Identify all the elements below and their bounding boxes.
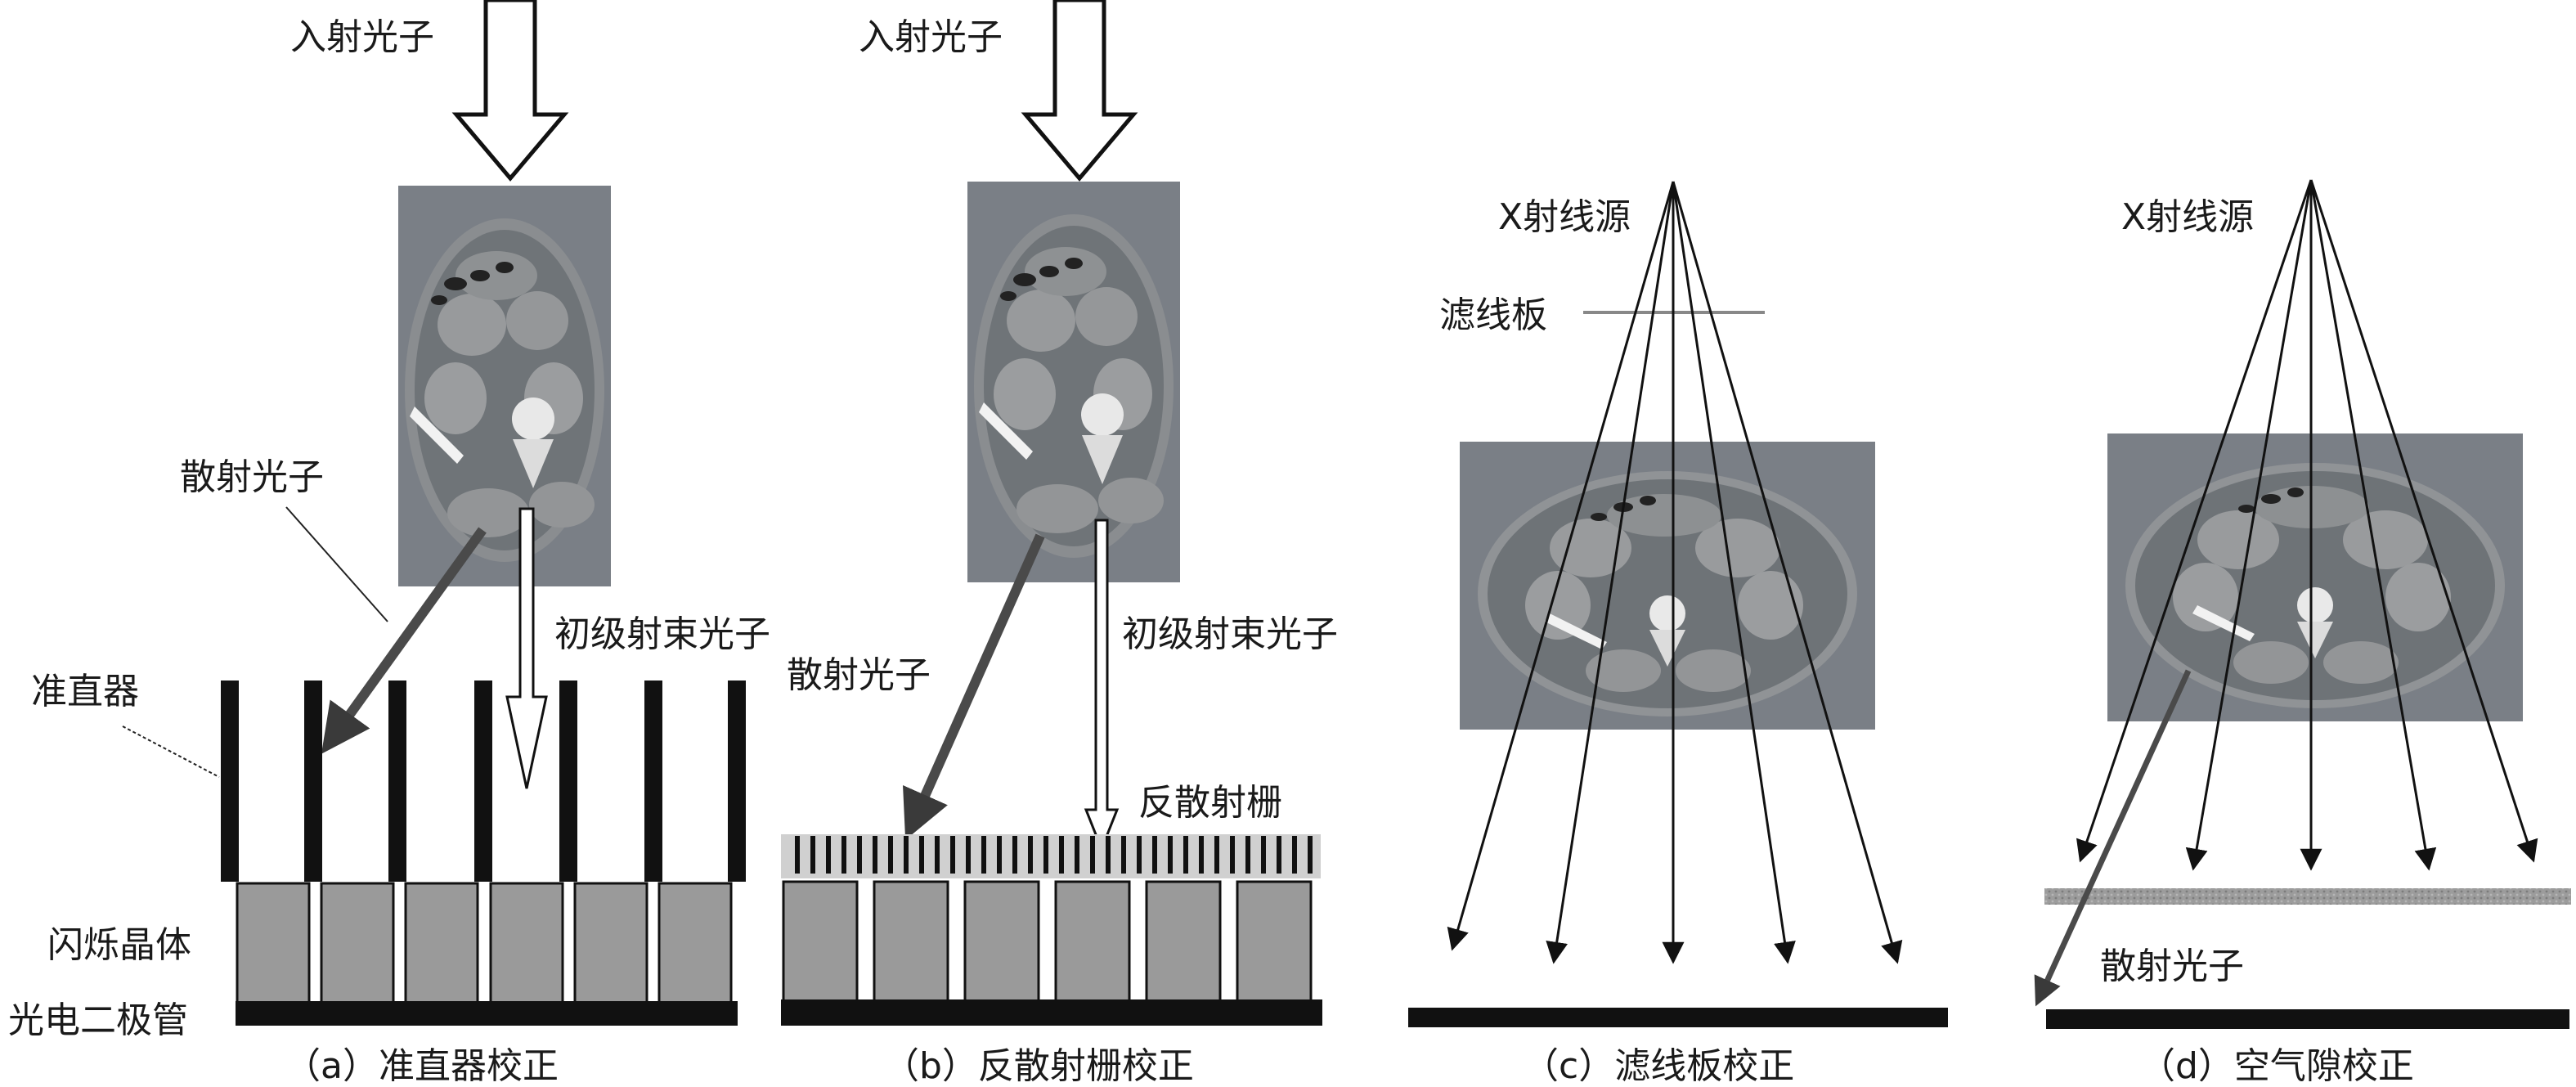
anti-scatter-grid-label: 反散射栅 (1138, 782, 1282, 824)
grid-lamella (1183, 836, 1188, 874)
incident-photon-label: 入射光子 (290, 16, 434, 58)
grid-lamella (1261, 836, 1266, 874)
caption-b: （b）反散射栅校正 (883, 1045, 1194, 1087)
primary-photon-label: 初级射束光子 (1122, 613, 1338, 655)
scintillator-crystals (236, 882, 733, 1006)
xray-beams (2076, 179, 2538, 871)
scatter-photon-label: 散射光子 (2100, 946, 2244, 987)
grid-lamella (904, 836, 909, 874)
grid-lamella (997, 836, 1002, 874)
grid-lamella (1152, 836, 1157, 874)
grid-lamella (1292, 836, 1297, 874)
grid-lamella (1230, 836, 1235, 874)
photodiode-bar (781, 999, 1322, 1026)
grid-lamella (888, 836, 893, 874)
xray-source-label: X射线源 (2121, 196, 2254, 238)
grid-lamella (1277, 836, 1281, 874)
grid-lamella (919, 836, 924, 874)
incident-photon-label: 入射光子 (859, 16, 1003, 58)
scatter-arrow (903, 533, 1045, 840)
grid-lamella (1059, 836, 1064, 874)
collimator-label: 准直器 (31, 671, 139, 712)
grid-lamella (1137, 836, 1142, 874)
primary-arrow (1084, 519, 1120, 853)
scatter-arrow (321, 527, 487, 754)
scatter-photon-label: 散射光子 (787, 654, 931, 696)
grid-lamella (935, 836, 940, 874)
scatter-arrow (2034, 669, 2192, 1007)
grid-lamella (1168, 836, 1173, 874)
scatter-photon-label: 散射光子 (180, 456, 324, 498)
primary-arrow (505, 507, 548, 789)
grid-lamella (810, 836, 815, 874)
grid-lamella (1012, 836, 1017, 874)
panel-d: X射线源 散射光子 （d）空气隙校正 (2034, 179, 2571, 1087)
xray-beams (1447, 181, 1903, 964)
panel-a: 入射光子 散射光子 初级射束光子 准直器 闪烁晶体 光电二极管 (8, 0, 770, 1087)
grid-lamella (1043, 836, 1048, 874)
grid-lamella (966, 836, 971, 874)
primary-photon-label: 初级射束光子 (554, 613, 770, 655)
grid-lamella (1199, 836, 1204, 874)
panel-c: X射线源 滤线板 （c）滤线板校正 (1408, 181, 1948, 1087)
xray-source-label: X射线源 (1498, 196, 1631, 238)
grid-lamella (873, 836, 877, 874)
grid-lamella (826, 836, 831, 874)
grid-lamella (1121, 836, 1126, 874)
caption-c: （c）滤线板校正 (1523, 1045, 1794, 1087)
scatter-leader-line (285, 506, 388, 622)
ct-slice-image (1460, 442, 1875, 730)
detector-bar (2046, 1009, 2569, 1029)
grid-lamella (981, 836, 986, 874)
grid-lamella (841, 836, 846, 874)
photodiode-bar (236, 1001, 738, 1026)
caption-a: （a）准直器校正 (285, 1045, 559, 1087)
grid-lamella (795, 836, 800, 874)
grid-lamella (857, 836, 862, 874)
detector-bar (1408, 1008, 1948, 1027)
collimator-plates (221, 680, 746, 882)
caption-d: （d）空气隙校正 (2139, 1045, 2414, 1087)
scintillator-crystals (782, 880, 1313, 1004)
panel-b: 入射光子 散射光子 初级射束光子 反散射栅 （b）反散射栅校正 (781, 0, 1338, 1087)
grid-lamella (1245, 836, 1250, 874)
grid-lamella (1106, 836, 1111, 874)
incident-arrow (1021, 0, 1138, 182)
grid-lamella (1090, 836, 1095, 874)
incident-arrow (451, 0, 569, 182)
photodiode-label: 光电二极管 (8, 999, 188, 1041)
ct-slice-image (398, 186, 611, 586)
grid-lamella (1075, 836, 1079, 874)
ct-slice-image (967, 182, 1180, 582)
ct-slice-image (2107, 433, 2523, 721)
grid-plate (2044, 888, 2571, 905)
filter-label: 滤线板 (1439, 294, 1547, 336)
grid-lamella (950, 836, 955, 874)
grid-lamella (1028, 836, 1033, 874)
grid-lamellae (795, 836, 1313, 874)
collimator-leader-line (122, 725, 220, 778)
grid-lamella (1308, 836, 1313, 874)
scintillator-label: 闪烁晶体 (47, 924, 191, 966)
grid-lamella (1214, 836, 1219, 874)
